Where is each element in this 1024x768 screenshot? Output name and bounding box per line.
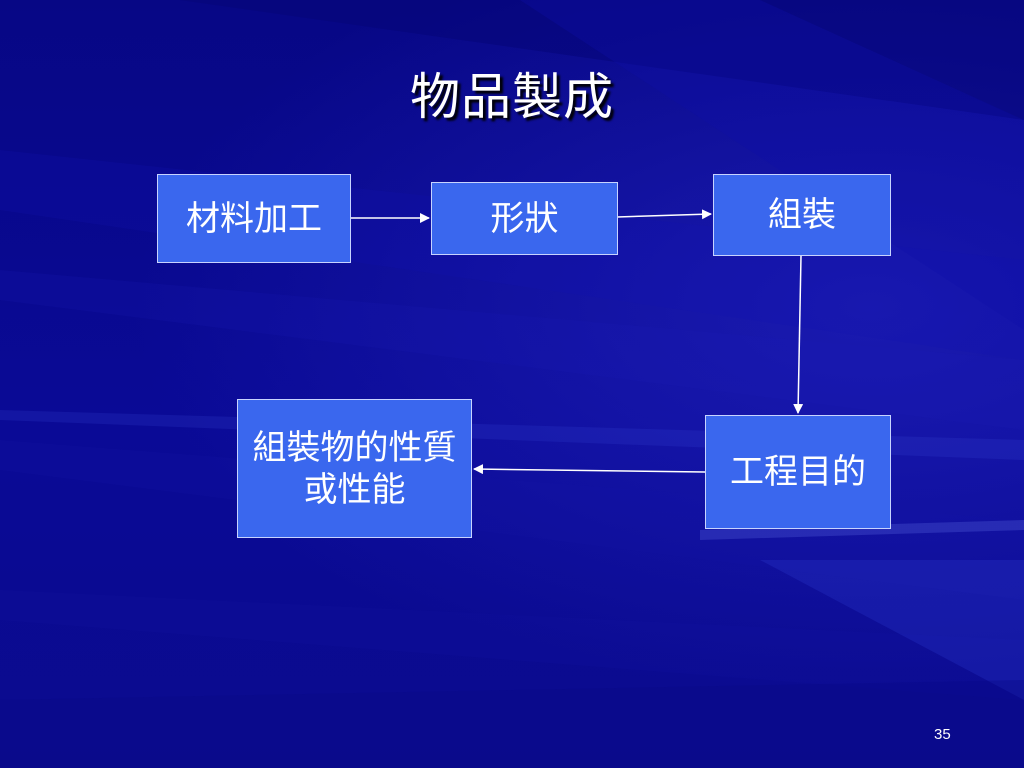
page-number: 35 xyxy=(934,726,951,743)
node-assembly-properties: 組裝物的性質或性能 xyxy=(237,399,472,538)
node-assembly: 組裝 xyxy=(713,174,891,256)
node-material-processing: 材料加工 xyxy=(157,174,351,263)
node-shape: 形狀 xyxy=(431,182,618,255)
node-engineering-purpose: 工程目的 xyxy=(705,415,891,529)
slide-title: 物品製成 xyxy=(410,68,614,126)
